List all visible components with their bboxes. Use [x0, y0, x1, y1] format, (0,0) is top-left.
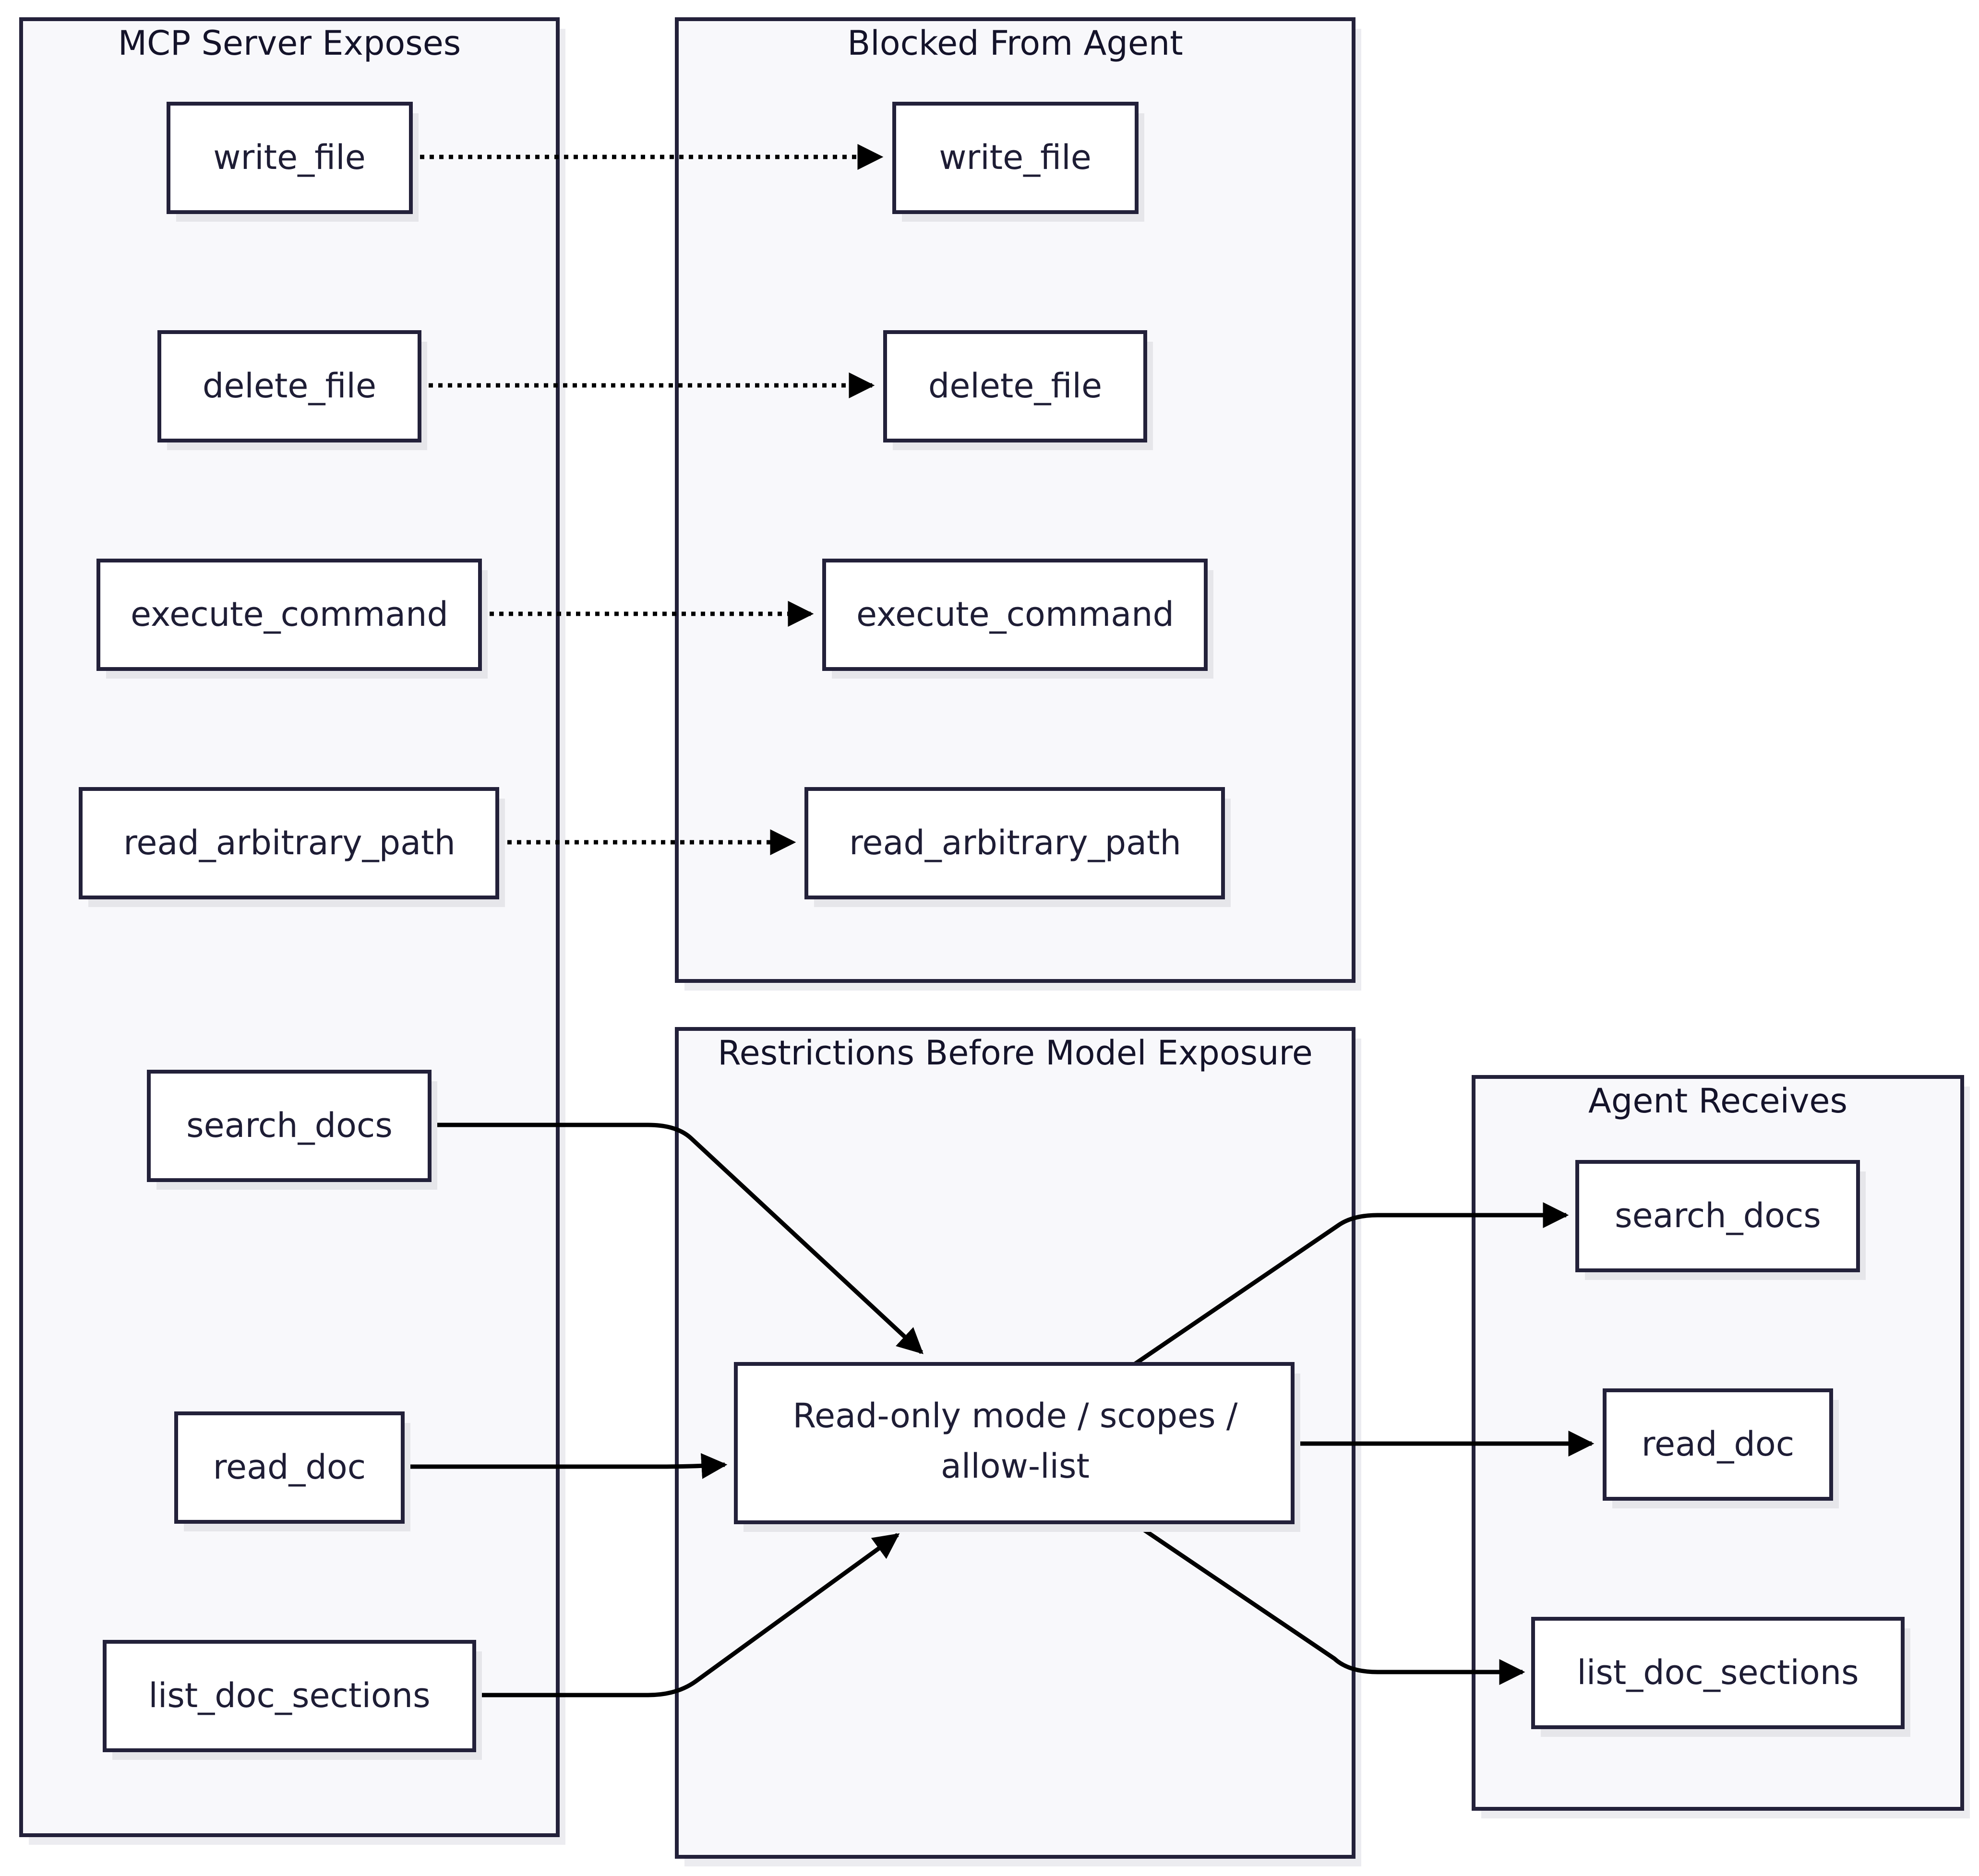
- node-mcp-delete-file: delete_file: [157, 330, 427, 450]
- group-title-mcp-server: MCP Server Exposes: [118, 24, 461, 63]
- node-box: [892, 102, 1139, 214]
- node-box: [147, 1070, 432, 1182]
- node-label: list_doc_sections: [148, 1676, 430, 1715]
- node-label-line1: Read-only mode / scopes /: [793, 1396, 1238, 1435]
- node-label: delete_file: [928, 366, 1102, 406]
- edge-list-doc-sections-restriction: [474, 1533, 900, 1697]
- node-blocked-delete-file: delete_file: [883, 330, 1153, 450]
- node-box: [822, 559, 1208, 671]
- node-mcp-list-doc-sections: list_doc_sections: [103, 1640, 482, 1760]
- node-mcp-execute-command: execute_command: [96, 559, 488, 679]
- node-mcp-read-doc: read_doc: [174, 1411, 410, 1531]
- node-agent-list-doc-sections: list_doc_sections: [1531, 1617, 1910, 1737]
- node-label: read_arbitrary_path: [849, 823, 1181, 862]
- edge-read-doc-restriction: [403, 1453, 728, 1479]
- edge-restriction-agent-search-docs: [1133, 1202, 1569, 1366]
- node-agent-search-docs: search_docs: [1575, 1160, 1866, 1280]
- node-box: [734, 1362, 1295, 1524]
- group-mcp-server-exposes: MCP Server Exposes: [19, 17, 565, 1845]
- node-label: write_file: [939, 138, 1091, 177]
- node-agent-read-doc: read_doc: [1603, 1388, 1839, 1508]
- edge-restriction-agent-list-doc-sections: [1133, 1521, 1525, 1685]
- node-box: [1603, 1388, 1833, 1501]
- node-blocked-write-file: write_file: [892, 102, 1144, 222]
- node-box: [96, 559, 482, 671]
- edges: [403, 144, 1595, 1697]
- node-label: delete_file: [203, 366, 376, 406]
- node-label: read_arbitrary_path: [123, 823, 456, 862]
- node-label: write_file: [213, 138, 366, 177]
- group-title-blocked: Blocked From Agent: [847, 24, 1183, 63]
- node-box: [103, 1640, 476, 1752]
- node-mcp-write-file: write_file: [167, 102, 419, 222]
- node-label: list_doc_sections: [1577, 1653, 1859, 1692]
- node-label-line2: allow-list: [941, 1446, 1090, 1486]
- node-box: [167, 102, 413, 214]
- group-box: [19, 17, 560, 1837]
- node-box: [157, 330, 421, 442]
- node-blocked-execute-command: execute_command: [822, 559, 1213, 679]
- group-title-agent: Agent Receives: [1588, 1081, 1847, 1121]
- node-box: [174, 1411, 405, 1524]
- node-box: [1531, 1617, 1905, 1729]
- node-label: read_doc: [213, 1447, 366, 1487]
- node-mcp-search-docs: search_docs: [147, 1070, 437, 1190]
- node-box: [804, 787, 1225, 899]
- group-title-restrictions: Restrictions Before Model Exposure: [718, 1033, 1313, 1073]
- edge-search-docs-restriction: [430, 1123, 924, 1354]
- node-label: search_docs: [1615, 1196, 1821, 1235]
- node-box: [883, 330, 1147, 442]
- node-box: [79, 787, 499, 899]
- node-mcp-read-arbitrary-path: read_arbitrary_path: [79, 787, 505, 907]
- node-label: execute_command: [131, 595, 448, 634]
- node-label: read_doc: [1642, 1424, 1794, 1464]
- node-restriction-filter: Read-only mode / scopes / allow-list: [734, 1362, 1300, 1532]
- node-label: execute_command: [856, 595, 1174, 634]
- node-label: search_docs: [186, 1106, 393, 1145]
- node-blocked-read-arbitrary-path: read_arbitrary_path: [804, 787, 1231, 907]
- node-box: [1575, 1160, 1860, 1272]
